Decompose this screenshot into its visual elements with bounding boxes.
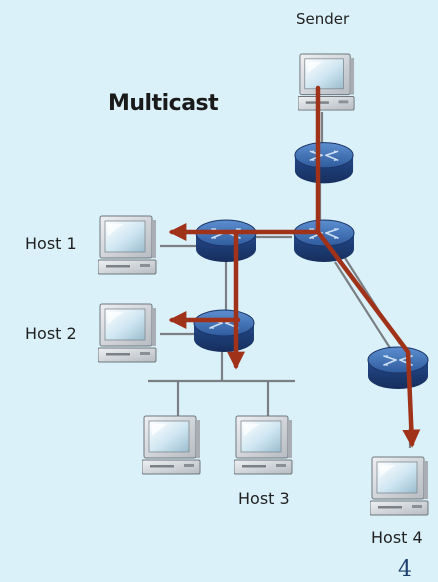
desktop-computer-icon — [142, 415, 201, 475]
desktop-computer-icon — [234, 415, 293, 475]
router-icon — [193, 309, 255, 353]
arrow-icon — [315, 229, 421, 448]
host1-label: Host 1 — [25, 234, 77, 253]
router-icon — [294, 141, 354, 185]
sender-label: Sender — [296, 10, 350, 28]
network-links — [148, 112, 412, 448]
page-number: 4 — [398, 557, 412, 582]
desktop-computer-icon — [298, 53, 355, 111]
host3-label: Host 3 — [238, 489, 290, 508]
desktop-computer-icon — [98, 303, 157, 363]
link-router-center-router-right — [334, 261, 391, 349]
router-icon — [367, 346, 429, 390]
diagram-title: Multicast — [108, 91, 219, 116]
multicast-path — [168, 85, 421, 448]
desktop-computer-icon — [370, 456, 429, 516]
desktop-computer-icon — [98, 215, 157, 275]
host4-label: Host 4 — [371, 528, 423, 547]
host2-label: Host 2 — [25, 324, 77, 343]
router-icon — [195, 219, 257, 263]
